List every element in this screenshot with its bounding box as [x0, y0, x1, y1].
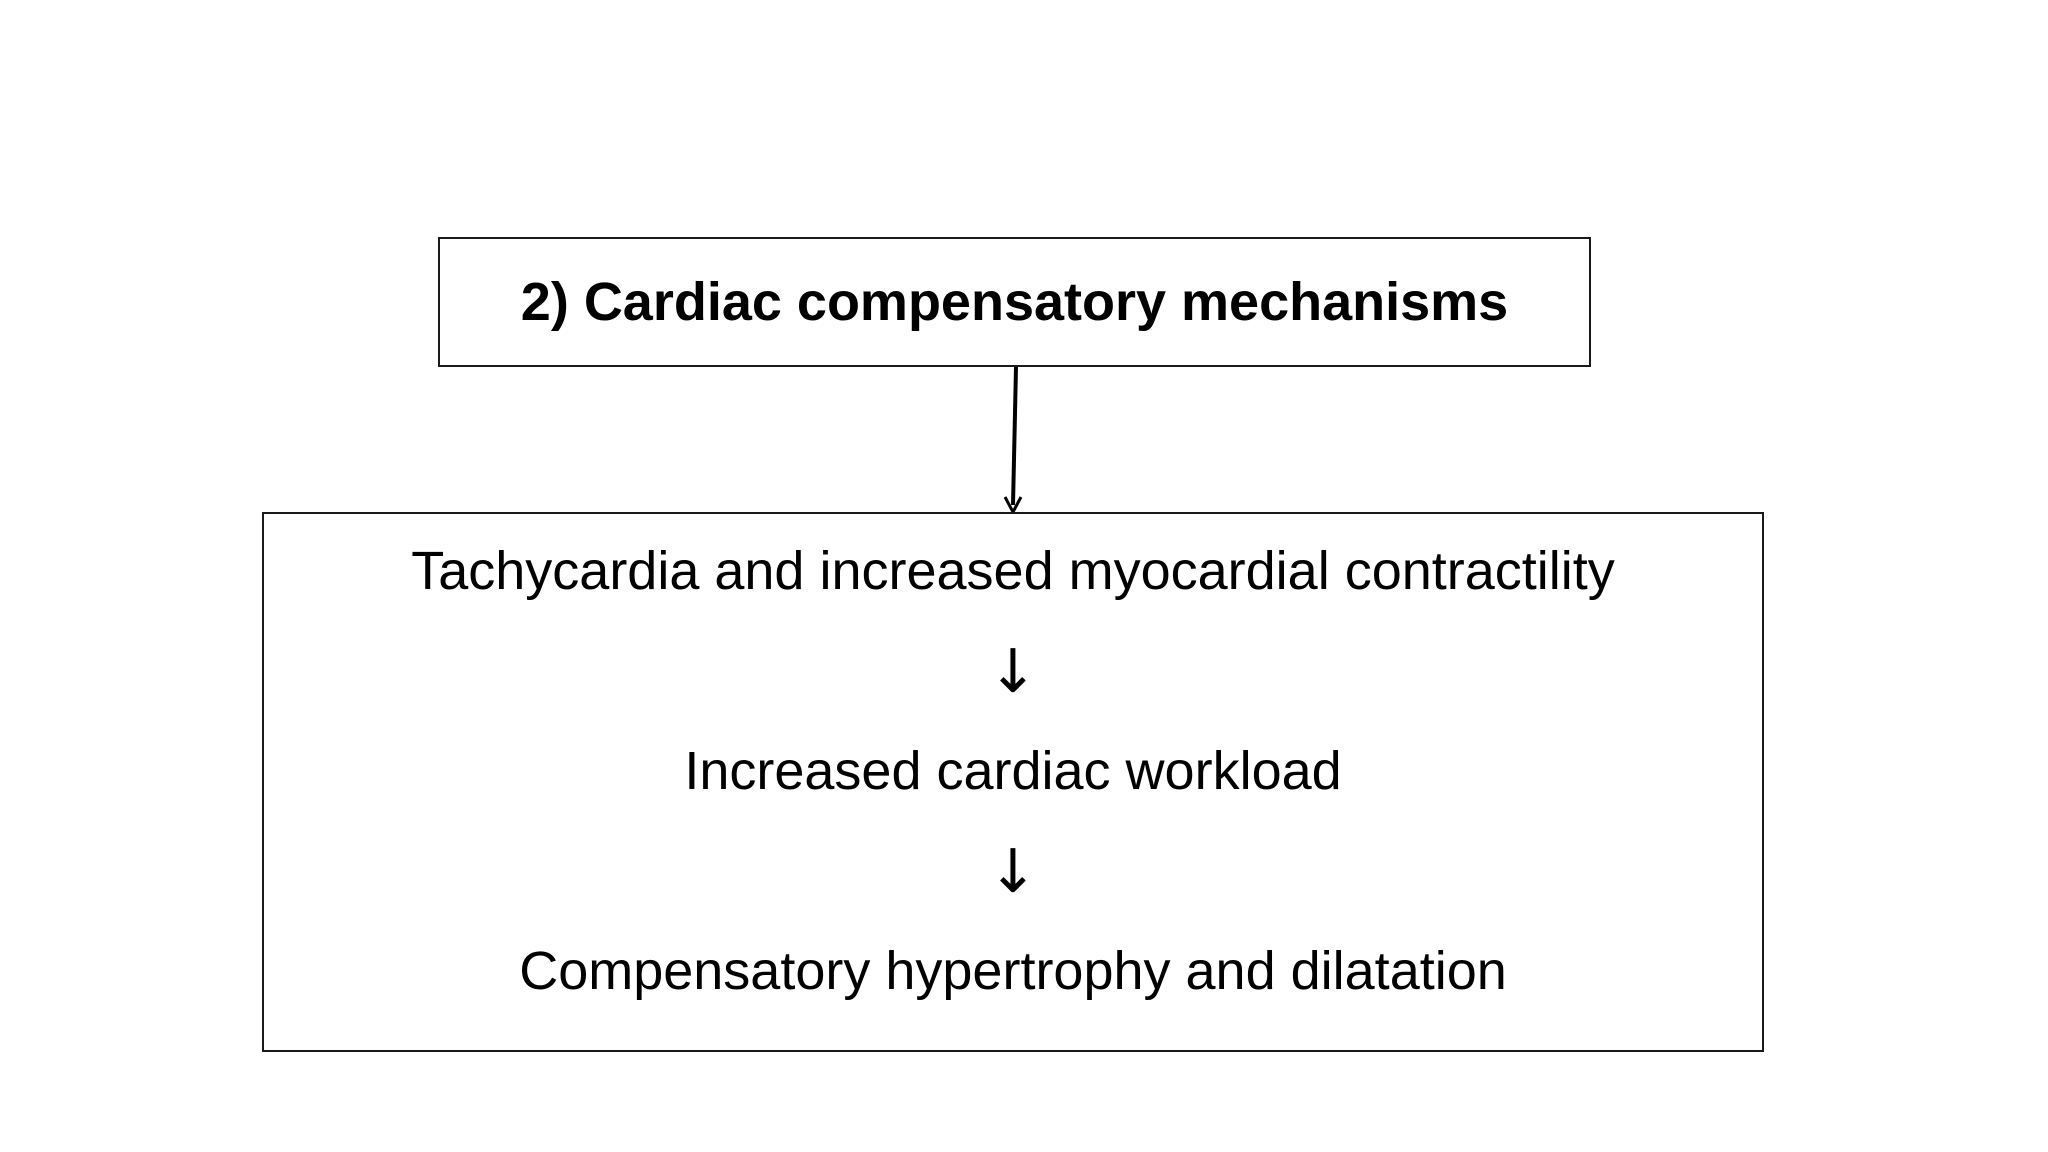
step-workload: Increased cardiac workload — [684, 741, 1342, 801]
step-tachycardia: Tachycardia and increased myocardial con… — [411, 541, 1615, 601]
down-arrow-2: ↓ — [987, 837, 1039, 907]
down-arrow-1: ↓ — [987, 637, 1039, 707]
cascade-box: Tachycardia and increased myocardial con… — [262, 512, 1764, 1052]
step-hypertrophy: Compensatory hypertrophy and dilatation — [519, 941, 1507, 1001]
connector-line — [1011, 366, 1018, 506]
diagram-title: 2) Cardiac compensatory mechanisms — [520, 272, 1509, 332]
connector-arrowhead — [1003, 496, 1023, 516]
title-box: 2) Cardiac compensatory mechanisms — [438, 237, 1591, 367]
